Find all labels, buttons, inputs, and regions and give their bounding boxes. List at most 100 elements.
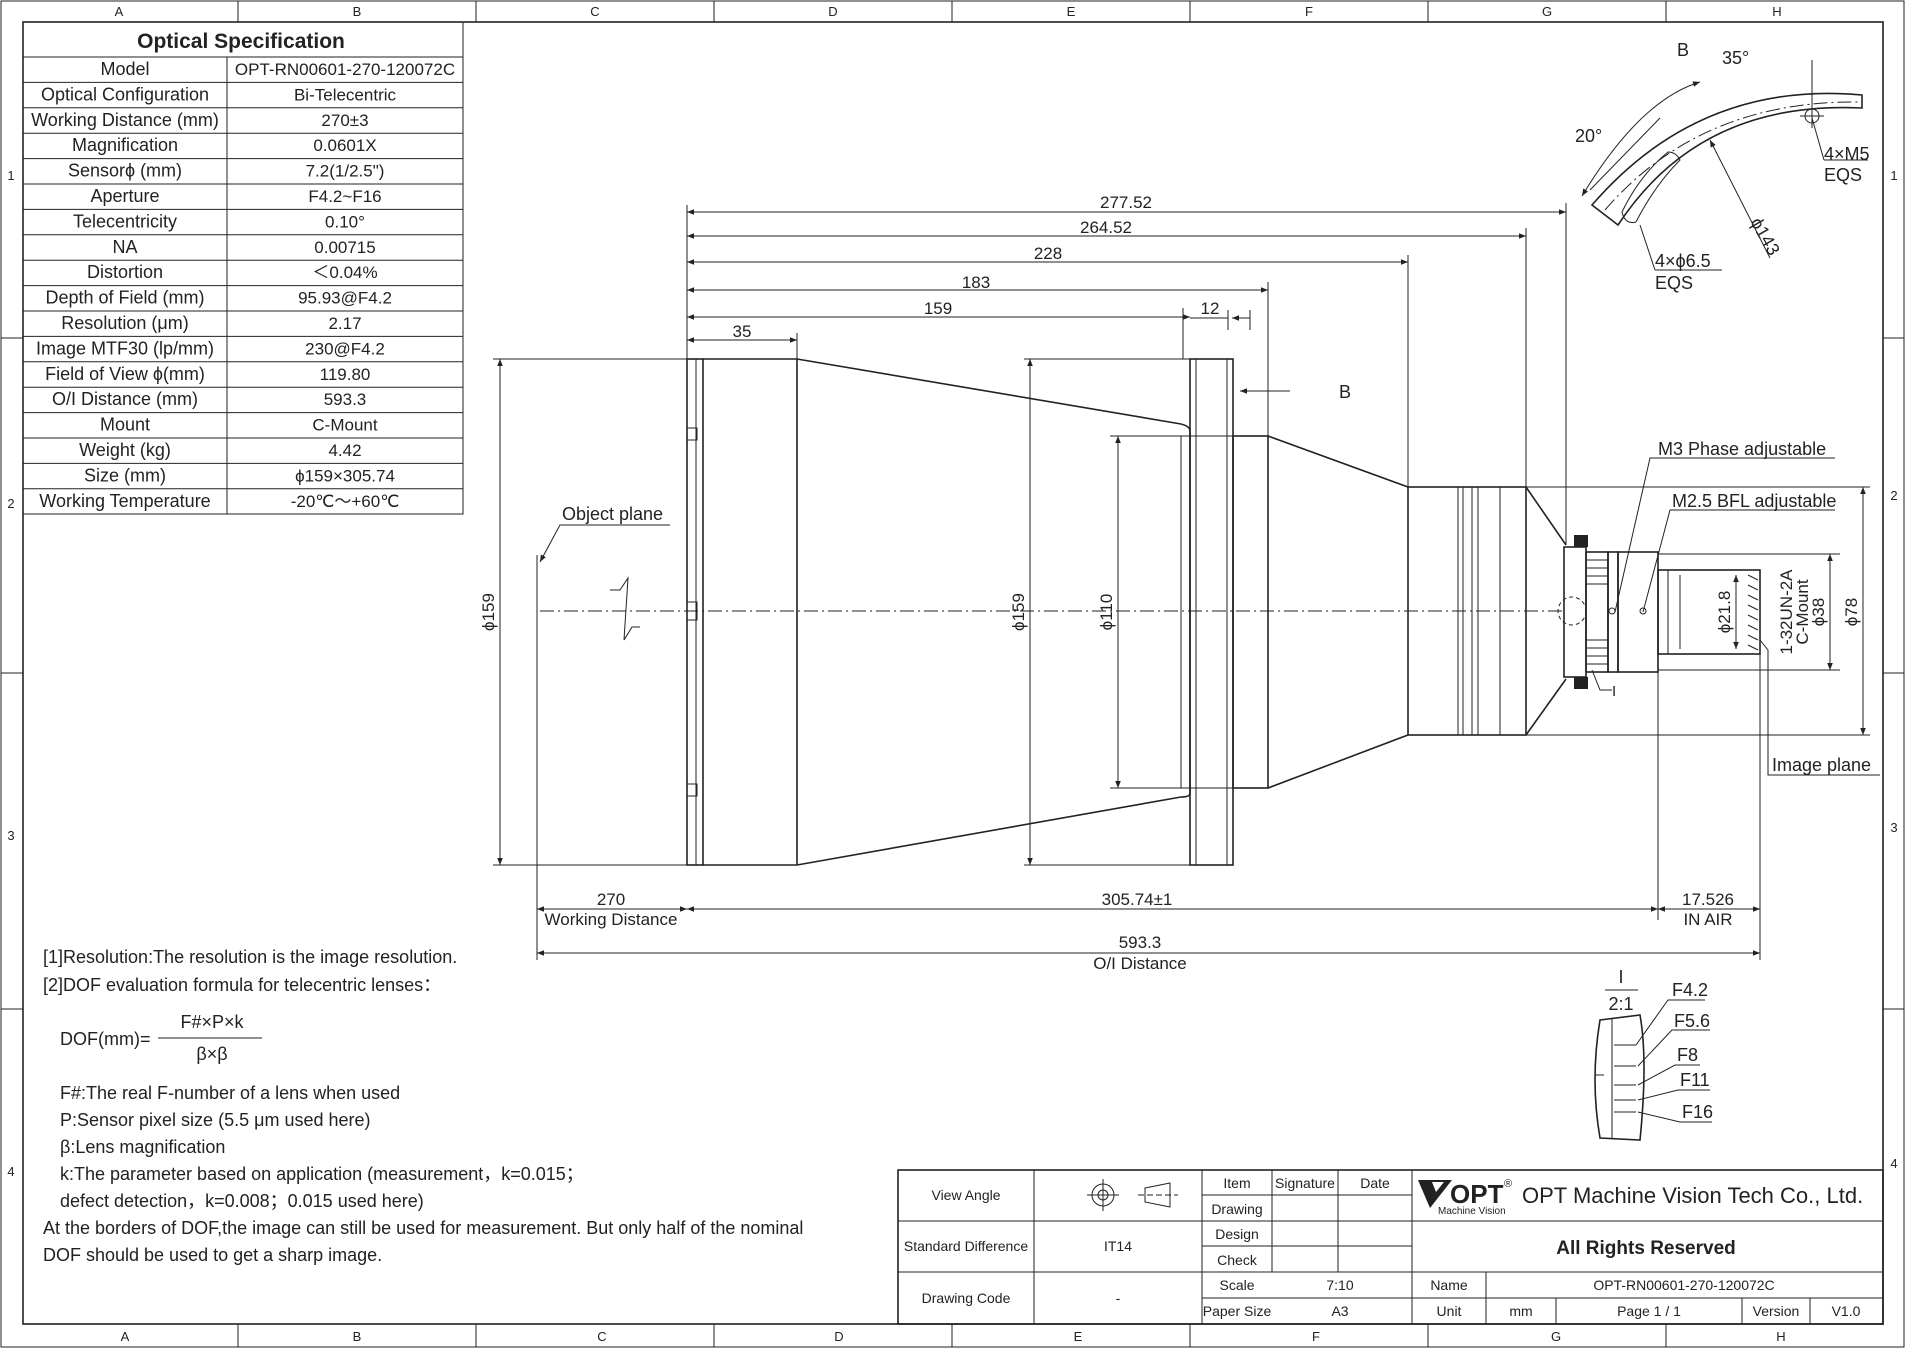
detail-i: I 2:1 F4.2 F5.6 F8 F11 F16 bbox=[1594, 967, 1713, 1141]
col-label-bottom: F bbox=[1312, 1329, 1320, 1344]
spec-row-value: 4.42 bbox=[328, 441, 361, 460]
tb-page: Page 1 / 1 bbox=[1617, 1303, 1681, 1319]
spec-row-label: Optical Configuration bbox=[41, 84, 209, 104]
spec-row-label: NA bbox=[112, 237, 137, 257]
detail-b-eqs1: EQS bbox=[1824, 165, 1862, 185]
note-resolution: [1]Resolution:The resolution is the imag… bbox=[43, 947, 457, 967]
tb-unit: Unit bbox=[1437, 1303, 1462, 1319]
row-label-right: 2 bbox=[1890, 488, 1897, 503]
spec-row-value: OPT-RN00601-270-120072C bbox=[235, 60, 455, 79]
opt-logo-icon: OPT ® Machine Vision bbox=[1418, 1178, 1512, 1217]
tb-unit-val: mm bbox=[1509, 1303, 1532, 1319]
col-label-top: C bbox=[590, 4, 599, 19]
dim-35: 35 bbox=[733, 322, 752, 341]
row-label-right: 3 bbox=[1890, 820, 1897, 835]
dim-cmount: C-Mount bbox=[1793, 579, 1812, 644]
row-label-right: 1 bbox=[1890, 168, 1897, 183]
note-border-cont: DOF should be used to get a sharp image. bbox=[43, 1245, 382, 1265]
spec-row-label: Size (mm) bbox=[84, 465, 166, 485]
tb-scale-val: 7:10 bbox=[1326, 1277, 1353, 1293]
dim-dia21: ϕ21.8 bbox=[1715, 591, 1734, 634]
col-label-top: D bbox=[828, 4, 837, 19]
detail-b-angle35: 35° bbox=[1722, 48, 1749, 68]
spec-row-value: 593.3 bbox=[324, 390, 367, 409]
dim-length-value: 305.74±1 bbox=[1102, 890, 1173, 909]
tb-view-angle: View Angle bbox=[931, 1187, 1000, 1203]
notes: [1]Resolution:The resolution is the imag… bbox=[43, 947, 803, 1265]
spec-row-label: Telecentricity bbox=[73, 211, 177, 231]
aperture-ring bbox=[1563, 546, 1587, 678]
spec-row-value: -20℃～+60℃ bbox=[291, 492, 400, 511]
spec-title: Optical Specification bbox=[137, 30, 345, 53]
spec-row-label: Field of View ϕ(mm) bbox=[45, 364, 205, 384]
spec-row-value: 0.00715 bbox=[314, 238, 375, 257]
col-label-top: E bbox=[1067, 4, 1076, 19]
spec-row-value: 95.93@F4.2 bbox=[298, 289, 392, 308]
spec-row-label: Depth of Field (mm) bbox=[45, 288, 204, 308]
spec-row-value: 230@F4.2 bbox=[305, 339, 385, 358]
col-label-top: F bbox=[1305, 4, 1313, 19]
image-plane-label: Image plane bbox=[1772, 755, 1871, 775]
row-label-right: 4 bbox=[1890, 1156, 1897, 1171]
tb-scale: Scale bbox=[1219, 1277, 1254, 1293]
detail-b-m5: 4×M5 bbox=[1824, 144, 1870, 164]
def-fnumber: F#:The real F-number of a lens when used bbox=[60, 1083, 400, 1103]
spec-row-label: Magnification bbox=[72, 135, 178, 155]
spec-row-value: ϕ159×305.74 bbox=[295, 466, 395, 485]
dim-air-label: IN AIR bbox=[1683, 910, 1732, 929]
b-reference-label: B bbox=[1339, 382, 1351, 402]
dim-thread: 1-32UN-2A bbox=[1777, 569, 1796, 655]
detail-i-marker: I bbox=[1612, 683, 1616, 700]
dim-dia159-left: ϕ159 bbox=[479, 593, 498, 631]
tb-version-val: V1.0 bbox=[1832, 1303, 1861, 1319]
spec-row-value: 7.2(1/2.5") bbox=[306, 162, 385, 181]
formula-denominator: β×β bbox=[196, 1044, 227, 1064]
formula-numerator: F#×P×k bbox=[180, 1012, 244, 1032]
dim-dia78: ϕ78 bbox=[1842, 598, 1861, 626]
row-label-left: 2 bbox=[7, 496, 14, 511]
m25-bfl-label: M2.5 BFL adjustable bbox=[1672, 491, 1836, 511]
def-k-cont: defect detection，k=0.008；0.015 used here… bbox=[60, 1191, 424, 1211]
tb-drawing-code: Drawing Code bbox=[922, 1290, 1011, 1306]
col-label-top: G bbox=[1542, 4, 1552, 19]
spec-row-value: 0.10° bbox=[325, 212, 365, 231]
dim-wd-value: 270 bbox=[597, 890, 625, 909]
tb-name: Name bbox=[1430, 1277, 1468, 1293]
projection-symbol-icon bbox=[1087, 1179, 1178, 1211]
callouts: Object plane M3 Phase adjustable M2.5 BF… bbox=[539, 382, 1880, 776]
spec-row-value: 270±3 bbox=[321, 111, 368, 130]
dim-277: 277.52 bbox=[1100, 193, 1152, 212]
note-border: At the borders of DOF,the image can stil… bbox=[43, 1218, 803, 1238]
f-stop-label: F5.6 bbox=[1674, 1011, 1710, 1031]
f-stop-label: F16 bbox=[1682, 1102, 1713, 1122]
logo-registered: ® bbox=[1504, 1178, 1512, 1190]
tb-signature: Signature bbox=[1275, 1175, 1335, 1191]
detail-b: B 35° 20° 4×M5 EQS ϕ143 4×ϕ6.5 EQS bbox=[1575, 40, 1870, 293]
tb-code-val: - bbox=[1116, 1290, 1121, 1306]
spec-row-label: Working Distance (mm) bbox=[31, 110, 219, 130]
dim-oi-label: O/I Distance bbox=[1093, 954, 1187, 973]
row-label-left: 1 bbox=[7, 168, 14, 183]
spec-row-label: Distortion bbox=[87, 262, 163, 282]
dim-228: 228 bbox=[1034, 244, 1062, 263]
logo-text: OPT bbox=[1450, 1179, 1504, 1209]
spec-row-value: Bi-Telecentric bbox=[294, 85, 397, 104]
spec-row-value: 0.0601X bbox=[313, 136, 376, 155]
detail-b-title: B bbox=[1677, 40, 1689, 60]
def-pixel: P:Sensor pixel size (5.5 μm used here) bbox=[60, 1110, 371, 1130]
tb-name-val: OPT-RN00601-270-120072C bbox=[1593, 1277, 1774, 1293]
col-label-bottom: G bbox=[1551, 1329, 1561, 1344]
axis-break-symbol bbox=[610, 576, 640, 641]
dim-dia38: ϕ38 bbox=[1809, 598, 1828, 626]
dimensions: 277.52 264.52 228 183 159 12 35 270 Work… bbox=[479, 193, 1870, 973]
spec-row-label: Weight (kg) bbox=[79, 440, 171, 460]
lens-side-view bbox=[540, 358, 1761, 866]
def-beta: β:Lens magnification bbox=[60, 1137, 225, 1157]
tb-drawing: Drawing bbox=[1211, 1201, 1262, 1217]
dim-12: 12 bbox=[1201, 299, 1220, 318]
tb-version: Version bbox=[1753, 1303, 1800, 1319]
f-stop-label: F4.2 bbox=[1672, 980, 1708, 1000]
